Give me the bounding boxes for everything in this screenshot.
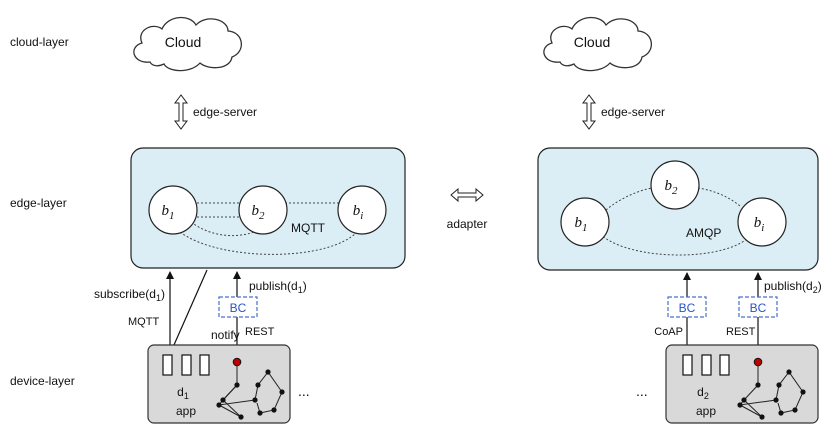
- right-cloud: Cloud: [543, 16, 652, 72]
- left-rest-label: REST: [245, 326, 275, 338]
- left-broker-b1: b1: [148, 185, 198, 235]
- left-notify-arrow: [169, 269, 208, 355]
- right-amqp-label: AMQP: [686, 226, 721, 240]
- left-broker-bi: bi: [337, 185, 387, 235]
- right-device-app: app: [696, 404, 716, 418]
- edge-layer-label: edge-layer: [10, 196, 67, 210]
- right-bi-label: bi: [754, 215, 765, 234]
- right-b2-label: b2: [665, 178, 679, 197]
- left-gateway-node: [232, 357, 242, 367]
- left-edge-server-arrow: [174, 94, 188, 130]
- left-bc-box: BC: [218, 296, 258, 318]
- left-ellipsis: ...: [298, 383, 310, 399]
- adapter-arrow: [450, 187, 484, 203]
- right-broker-bi: bi: [737, 197, 787, 247]
- right-cloud-label: Cloud: [574, 34, 611, 50]
- right-publish-label: publish(d2): [764, 279, 822, 295]
- right-device-id: d2: [697, 385, 709, 401]
- right-broker-links: [599, 187, 753, 256]
- left-bc-label: BC: [230, 301, 247, 315]
- right-ellipsis: ...: [636, 383, 648, 399]
- right-bc-rest-label: BC: [750, 301, 767, 315]
- left-b1-label: b1: [162, 203, 175, 222]
- left-cloud-label: Cloud: [165, 34, 202, 50]
- right-app-slots: [682, 354, 730, 376]
- left-app-slots: [162, 354, 210, 376]
- right-sensor-nodes: [737, 369, 806, 420]
- right-coap-label: CoAP: [654, 326, 683, 338]
- device-layer-label: device-layer: [10, 374, 75, 388]
- left-device-id: d1: [177, 385, 189, 401]
- cloud-layer-label: cloud-layer: [10, 35, 69, 49]
- left-subscribe-label: subscribe(d1): [94, 287, 165, 303]
- right-rest-label: REST: [726, 326, 756, 338]
- left-broker-b2: b2: [238, 185, 288, 235]
- right-b1-label: b1: [575, 215, 588, 234]
- right-gateway-node: [753, 357, 763, 367]
- left-notify-label: notify: [211, 328, 240, 342]
- right-broker-b1: b1: [560, 197, 610, 247]
- left-bi-label: bi: [353, 203, 364, 222]
- left-mqtt-link-label: MQTT: [128, 316, 159, 328]
- left-b2-label: b2: [252, 203, 266, 222]
- right-bc-coap-label: BC: [679, 301, 696, 315]
- right-edge-server-label: edge-server: [601, 105, 665, 119]
- left-edge-server-label: edge-server: [193, 105, 257, 119]
- right-edge-server-arrow: [582, 94, 596, 130]
- right-bc-rest-box: BC: [738, 296, 778, 318]
- left-cloud: Cloud: [133, 16, 242, 72]
- right-bc-coap-box: BC: [667, 296, 707, 318]
- left-mqtt-label: MQTT: [291, 221, 326, 235]
- right-broker-b2: b2: [650, 160, 700, 210]
- left-publish-label: publish(d1): [249, 279, 307, 295]
- adapter-label: adapter: [447, 217, 488, 231]
- left-sensor-nodes: [216, 369, 285, 420]
- left-device-app: app: [176, 404, 196, 418]
